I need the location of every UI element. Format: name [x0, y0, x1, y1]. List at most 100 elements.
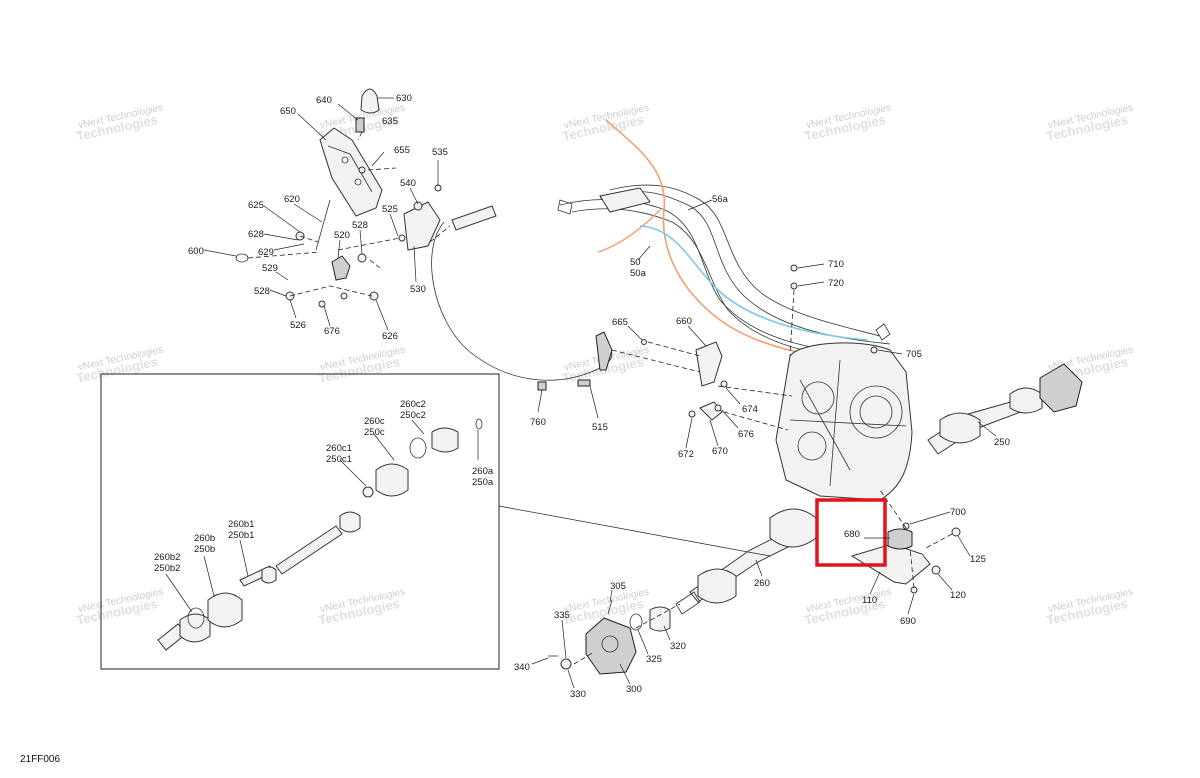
gearbox-assembly	[775, 264, 913, 501]
cable-end-part[interactable]	[595, 331, 613, 371]
bracket-660-part[interactable]	[695, 341, 723, 387]
callout-label[interactable]: 710	[828, 259, 844, 270]
callout-label[interactable]: 528	[254, 286, 270, 297]
callout-label[interactable]: 300	[626, 684, 642, 695]
shift-linkage-part[interactable]	[331, 255, 351, 281]
callout-label[interactable]: 125	[970, 554, 986, 565]
inset-callout-label[interactable]: 250c1	[326, 454, 352, 465]
inset-frame	[100, 373, 500, 670]
bracket-660-group	[595, 331, 793, 431]
snap-ring-600-part[interactable]	[235, 253, 249, 263]
callout-label[interactable]: 528	[352, 220, 368, 231]
inset-shaft-part[interactable]	[275, 525, 343, 575]
wheel-hub-300-part[interactable]	[585, 617, 637, 675]
callout-label[interactable]: 260	[754, 578, 770, 589]
callout-label[interactable]: 672	[678, 449, 694, 460]
callout-label[interactable]: 720	[828, 278, 844, 289]
shift-cable-part[interactable]	[431, 221, 613, 381]
callout-label[interactable]: 335	[554, 610, 570, 621]
callout-label[interactable]: 535	[432, 147, 448, 158]
callout-label[interactable]: 676	[324, 326, 340, 337]
hub-group	[548, 599, 681, 675]
callout-label[interactable]: 660	[676, 316, 692, 327]
inset-callout-label[interactable]: 250b1	[228, 530, 254, 541]
inset-callout-label[interactable]: 260b	[194, 533, 215, 544]
callout-label[interactable]: 640	[316, 95, 332, 106]
shifter-housing-part[interactable]	[319, 127, 383, 217]
inset-callout-label[interactable]: 260c	[364, 416, 385, 427]
inset-callout-label[interactable]: 260c1	[326, 443, 352, 454]
shift-cable-boot-part[interactable]	[451, 205, 497, 231]
callout-label[interactable]: 700	[950, 507, 966, 518]
callout-label[interactable]: 650	[280, 106, 296, 117]
callout-label[interactable]: 56a	[712, 194, 729, 205]
shifter-assembly	[235, 88, 613, 391]
drive-shaft-260	[675, 508, 817, 615]
callout-label[interactable]: 628	[248, 229, 264, 240]
highlight-box-680	[815, 498, 887, 567]
inset-callout-label[interactable]: 250c2	[400, 410, 426, 421]
inset-callout-label[interactable]: 260b1	[228, 519, 254, 530]
callout-label[interactable]: 530	[410, 284, 426, 295]
callout-label[interactable]: 676	[738, 429, 754, 440]
inset-callout-label[interactable]: 260c2	[400, 399, 426, 410]
orange-hose-part[interactable]	[605, 119, 889, 362]
bearing-320-part[interactable]	[649, 606, 671, 632]
callout-label[interactable]: 680	[844, 529, 860, 540]
callouts: 630 640 635 650 655 535 540 625 620 525 …	[188, 93, 1010, 700]
callout-label[interactable]: 520	[334, 230, 350, 241]
callout-label[interactable]: 305	[610, 581, 626, 592]
callout-label[interactable]: 110	[862, 595, 877, 606]
callout-label[interactable]: 515	[592, 422, 608, 433]
inset-callout-label[interactable]: 250a	[472, 477, 494, 488]
inset-callout-label[interactable]: 250c	[364, 427, 385, 438]
callout-label[interactable]: 50a	[630, 268, 647, 279]
callout-label[interactable]: 620	[284, 194, 300, 205]
inset-callout-label[interactable]: 260a	[472, 466, 494, 477]
shift-knob-part[interactable]	[360, 88, 380, 114]
callout-label[interactable]: 330	[570, 689, 586, 700]
callout-label[interactable]: 526	[290, 320, 306, 331]
callout-label[interactable]: 120	[950, 590, 966, 601]
drive-shaft-250	[927, 363, 1083, 455]
callout-label[interactable]: 630	[396, 93, 412, 104]
callout-label[interactable]: 529	[262, 263, 278, 274]
callout-label[interactable]: 670	[712, 446, 728, 457]
callout-label[interactable]: 655	[394, 145, 410, 156]
knob-stem-part[interactable]	[355, 117, 365, 133]
callout-label[interactable]: 674	[742, 404, 758, 415]
callout-label[interactable]: 635	[382, 116, 398, 127]
callout-label[interactable]: 50	[630, 257, 641, 268]
leader-lines	[165, 97, 997, 689]
gearbox-housing-part[interactable]	[775, 342, 913, 501]
callout-label[interactable]: 600	[188, 246, 204, 257]
callout-label[interactable]: 705	[906, 349, 922, 360]
callout-label[interactable]: 625	[248, 200, 264, 211]
callout-label[interactable]: 626	[382, 331, 398, 342]
inset-detail	[100, 373, 771, 670]
inset-callout-label[interactable]: 250b	[194, 544, 215, 555]
inset-callouts: 260c2 250c2 260c 250c 260c1 250c1 260a 2…	[154, 399, 494, 574]
callout-label[interactable]: 690	[900, 616, 916, 627]
callout-label[interactable]: 320	[670, 641, 686, 652]
callout-label[interactable]: 540	[400, 178, 416, 189]
rubber-mount-680-part[interactable]	[887, 528, 913, 550]
diagram-code: 21FF006	[20, 754, 60, 765]
callout-label[interactable]: 250	[994, 437, 1010, 448]
clip-760-part[interactable]	[537, 381, 547, 391]
hose-bundle	[557, 119, 891, 363]
inset-callout-label[interactable]: 250b2	[154, 563, 180, 574]
callout-label[interactable]: 629	[258, 247, 274, 258]
callout-label[interactable]: 340	[514, 662, 530, 673]
callout-label[interactable]: 325	[646, 654, 662, 665]
mount-group	[850, 489, 961, 594]
callout-label[interactable]: 760	[530, 417, 546, 428]
blue-hose-part[interactable]	[639, 225, 869, 341]
cable-bracket-part[interactable]	[403, 201, 441, 251]
hose-fitting-part[interactable]	[599, 187, 651, 213]
inset-callout-label[interactable]: 260b2	[154, 552, 180, 563]
hub-flange-250-part[interactable]	[1039, 363, 1083, 413]
callout-label[interactable]: 665	[612, 317, 628, 328]
callout-label[interactable]: 525	[382, 204, 398, 215]
